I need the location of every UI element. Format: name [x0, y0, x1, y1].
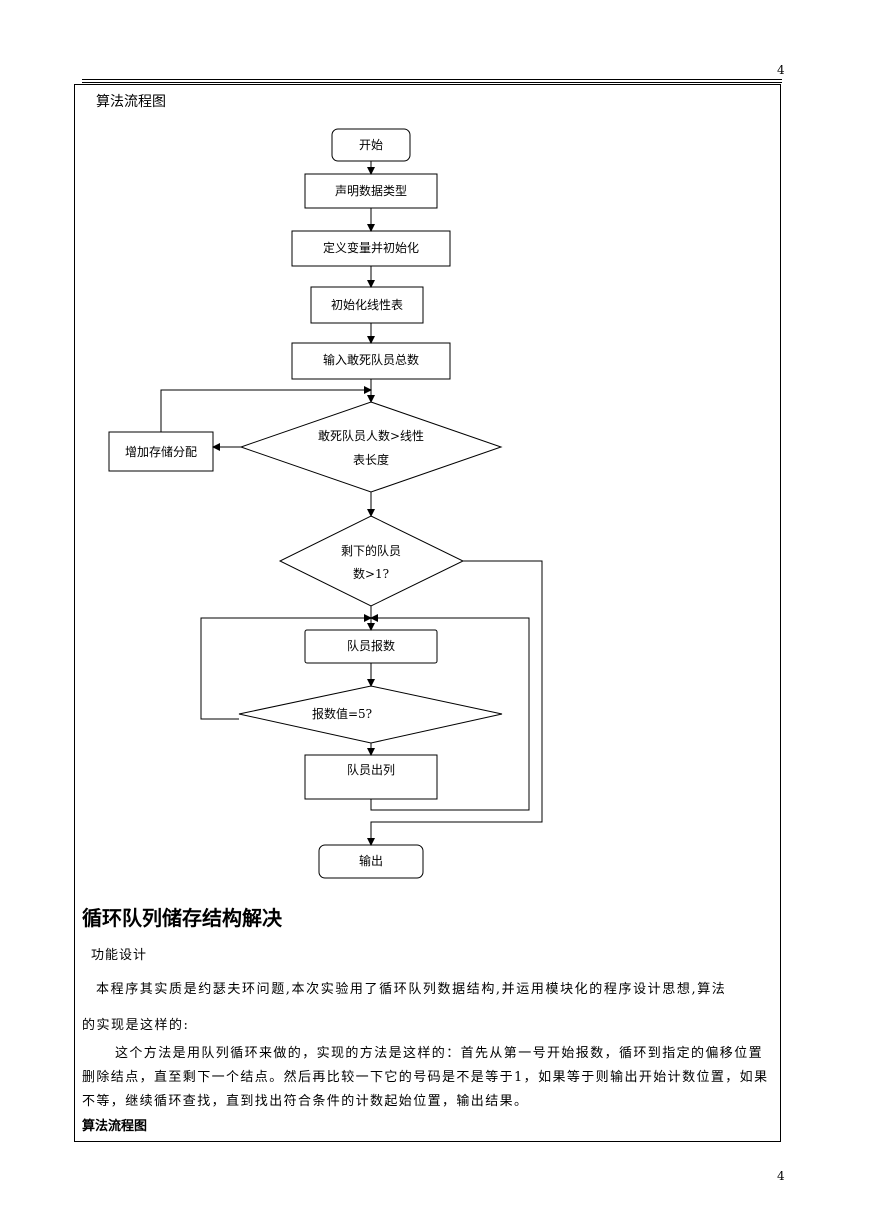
define-vars-label: 定义变量并初始化 — [322, 241, 419, 255]
cond-size-label-line2: 表长度 — [352, 453, 389, 467]
arrow-remaining-output — [367, 560, 543, 846]
count-off-label: 队员报数 — [346, 639, 395, 653]
start-label: 开始 — [358, 138, 383, 152]
section-heading: 循环队列储存结构解决 — [82, 906, 282, 930]
page-number-top: 4 — [777, 63, 785, 77]
loop-out-back — [370, 614, 530, 811]
content-frame — [74, 84, 781, 1142]
paragraph-1-line-2: 的实现是这样的: — [82, 1018, 190, 1033]
paragraph-1-line-1: 本程序其实质是约瑟夫环问题,本次实验用了循环队列数据结构,并运用模块化的程序设计… — [96, 982, 727, 997]
add-storage-label: 增加存储分配 — [124, 445, 197, 459]
section-label: 算法流程图 — [96, 94, 166, 110]
member-out-label: 队员出列 — [346, 763, 395, 777]
cond-size-node — [239, 401, 503, 493]
init-list-label: 初始化线性表 — [330, 298, 403, 312]
paragraph-2: 这个方法是用队列循环来做的，实现的方法是这样的：首先从第一号开始报数，循环到指定… — [82, 1046, 769, 1109]
page-number-bottom: 4 — [777, 1169, 785, 1183]
loop-add-back — [160, 386, 372, 432]
header-rule-second — [82, 82, 782, 83]
cond-value-label: 报数值=5? — [311, 707, 373, 721]
declare-types-label: 声明数据类型 — [334, 184, 407, 198]
output-label: 输出 — [358, 854, 383, 868]
algorithm-flowchart-label: 算法流程图 — [82, 1119, 148, 1134]
header-rule — [82, 79, 782, 80]
subheading: 功能设计 — [91, 948, 148, 963]
cond-remaining-label-line2: 数>1? — [352, 567, 390, 581]
cond-remaining-label-line1: 剩下的队员 — [340, 544, 401, 558]
input-total-label: 输入敢死队员总数 — [322, 353, 419, 367]
cond-size-label-line1: 敢死队员人数>线性 — [317, 429, 425, 443]
loop-value-back — [200, 614, 372, 720]
